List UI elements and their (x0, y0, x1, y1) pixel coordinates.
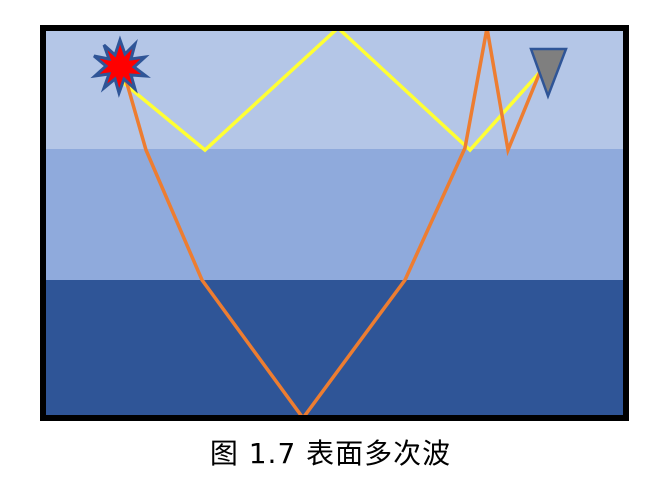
layer-bottom (43, 280, 626, 418)
multiple-reflection-diagram (40, 25, 629, 421)
receiver-triangle-icon (529, 47, 568, 100)
explosion-icon (90, 35, 151, 98)
figure-frame (40, 25, 629, 421)
layer-middle (43, 149, 626, 280)
orange-ray-path (120, 27, 542, 421)
figure-caption: 图 1.7 表面多次波 (209, 437, 452, 470)
